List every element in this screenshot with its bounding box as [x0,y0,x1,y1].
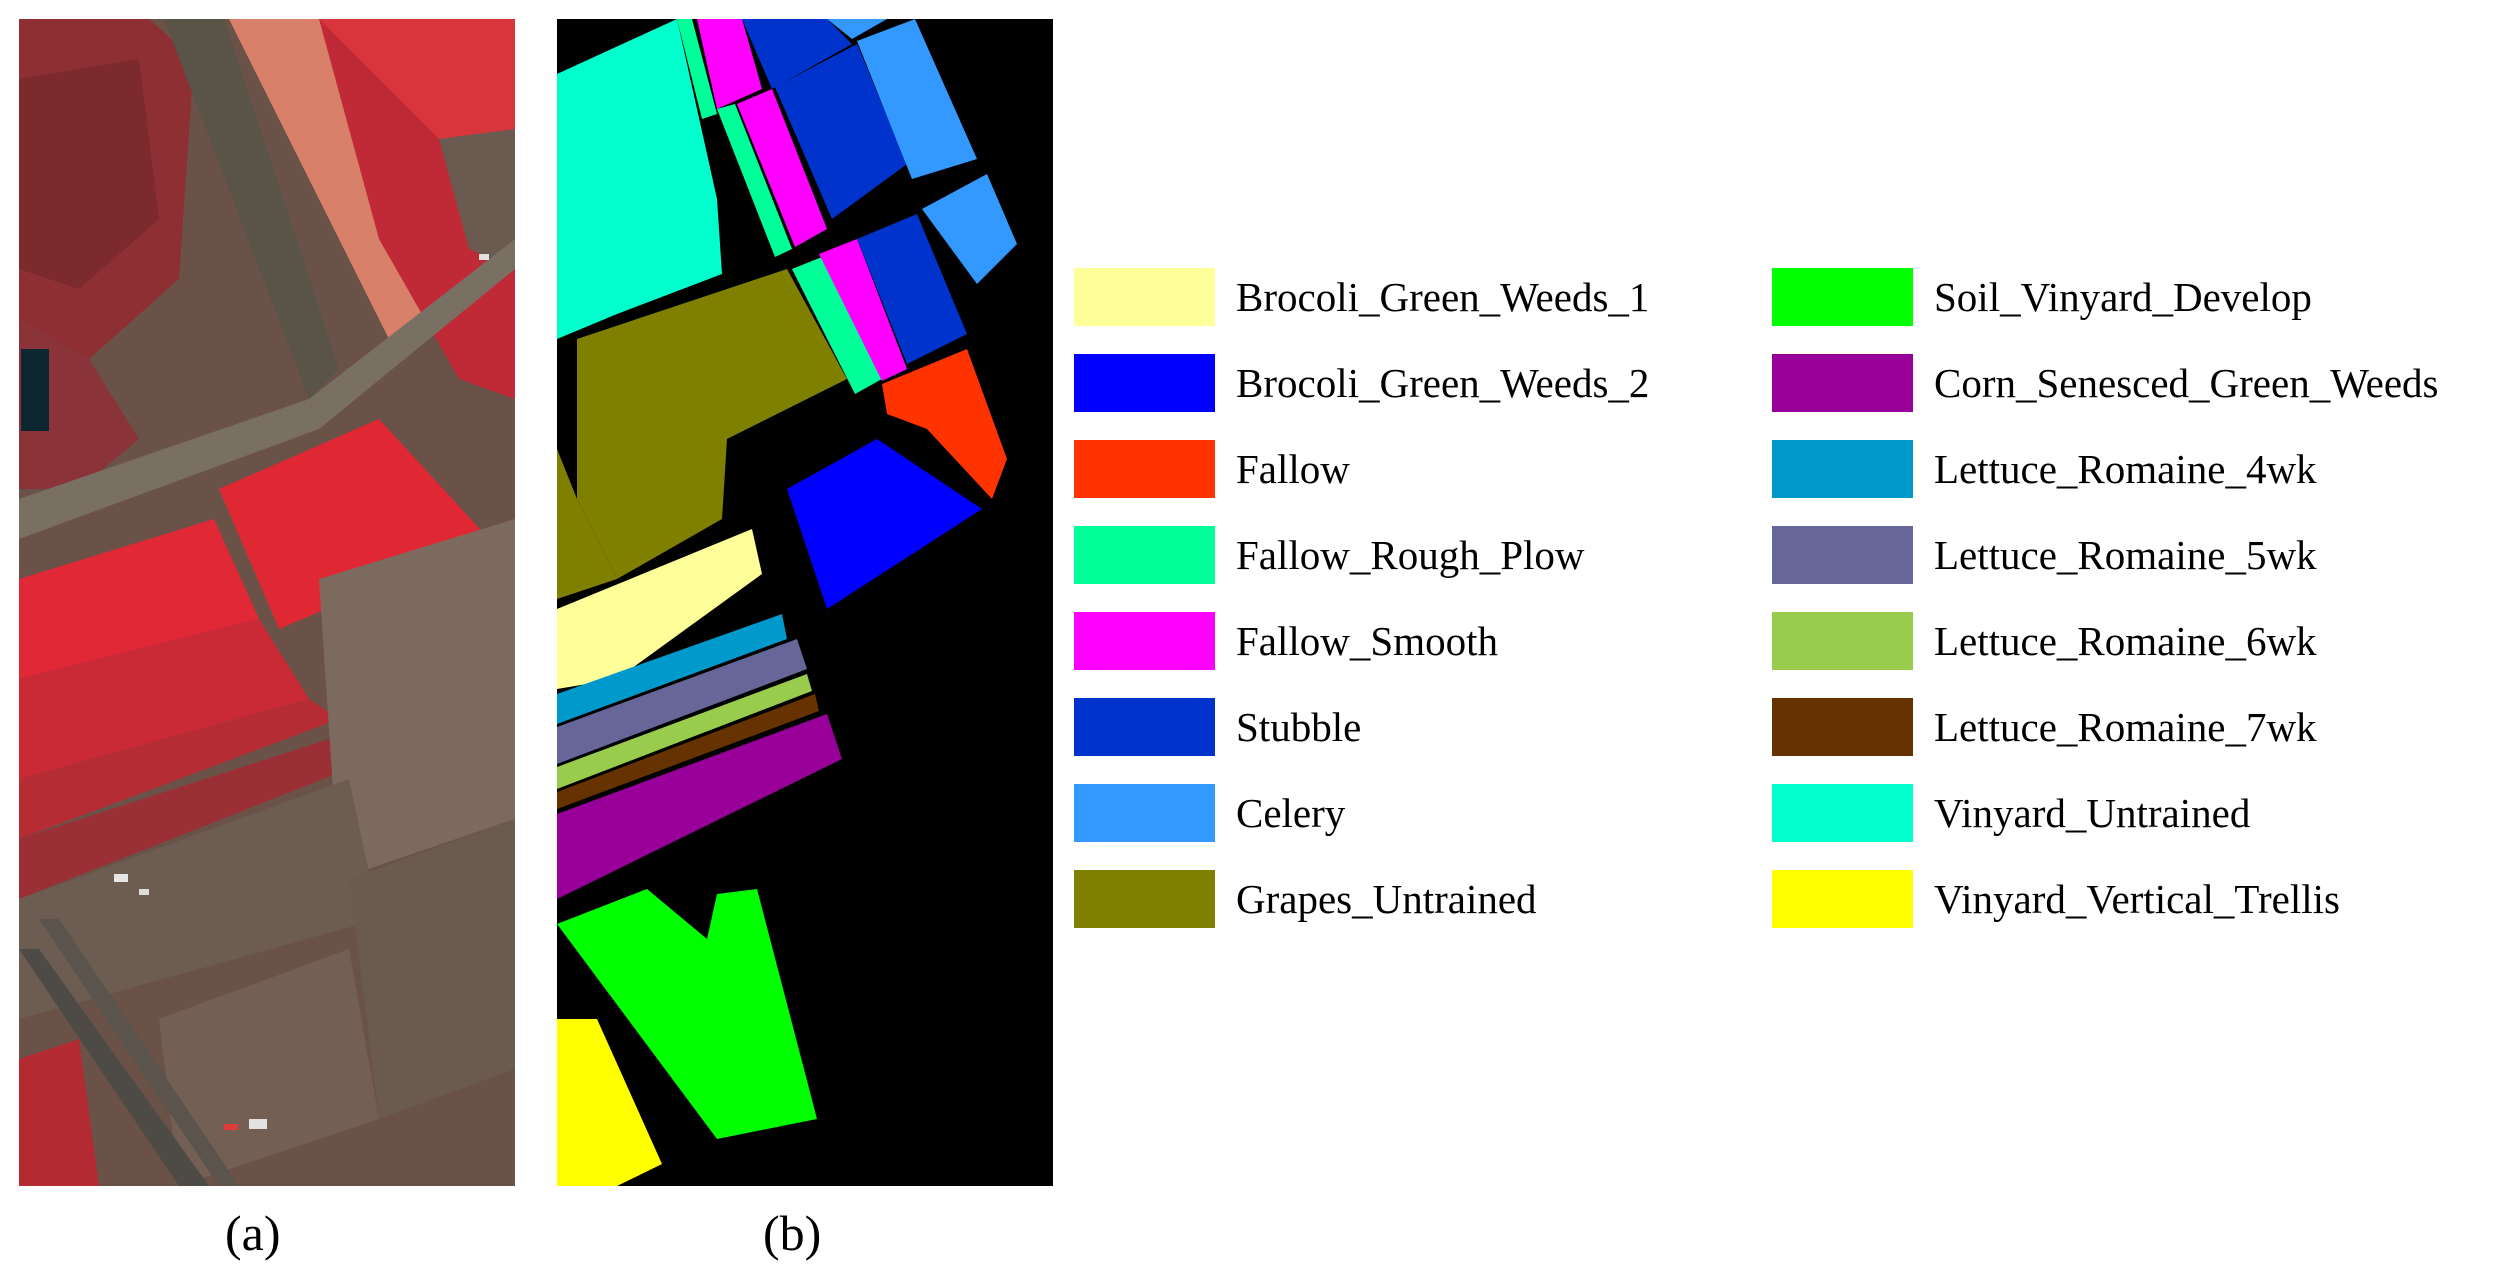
legend-label: Vinyard_Untrained [1934,790,2251,836]
legend-label: Fallow_Smooth [1236,618,1498,664]
legend-swatch [1772,784,1913,842]
legend-label: Lettuce_Romaine_7wk [1934,704,2317,750]
legend-label: Soil_Vinyard_Develop [1934,274,2312,320]
legend-label: Vinyard_Vertical_Trellis [1934,876,2340,922]
caption-b: (b) [763,1205,822,1261]
legend-swatch [1772,440,1913,498]
legend-label: Lettuce_Romaine_6wk [1934,618,2317,664]
legend-swatch [1074,268,1215,326]
legend-label: Corn_Senesced_Green_Weeds [1934,360,2439,406]
legend-label: Grapes_Untrained [1236,876,1537,922]
false-color-aerial-image [19,19,515,1186]
aerial-image-graphic [19,19,515,1186]
legend-swatch [1074,612,1215,670]
legend-label: Fallow [1236,446,1350,492]
legend-label: Fallow_Rough_Plow [1236,532,1585,578]
legend-label: Brocoli_Green_Weeds_1 [1236,274,1650,320]
legend-swatch [1772,870,1913,928]
legend-label: Celery [1236,790,1346,836]
caption-a: (a) [225,1205,281,1261]
legend-swatch [1772,526,1913,584]
legend-label: Brocoli_Green_Weeds_2 [1236,360,1650,406]
legend-swatch [1074,354,1215,412]
legend-label: Lettuce_Romaine_5wk [1934,532,2317,578]
class-map-graphic [557,19,1053,1186]
legend-swatch [1772,612,1913,670]
legend-swatch [1772,698,1913,756]
legend-label: Stubble [1236,704,1362,750]
legend-label: Lettuce_Romaine_4wk [1934,446,2317,492]
legend-swatch [1772,354,1913,412]
legend-swatch [1074,784,1215,842]
legend-swatch [1074,440,1215,498]
legend-swatch [1074,698,1215,756]
legend-swatch [1772,268,1913,326]
legend-swatch [1074,870,1215,928]
legend-swatch [1074,526,1215,584]
ground-truth-class-map [557,19,1053,1186]
